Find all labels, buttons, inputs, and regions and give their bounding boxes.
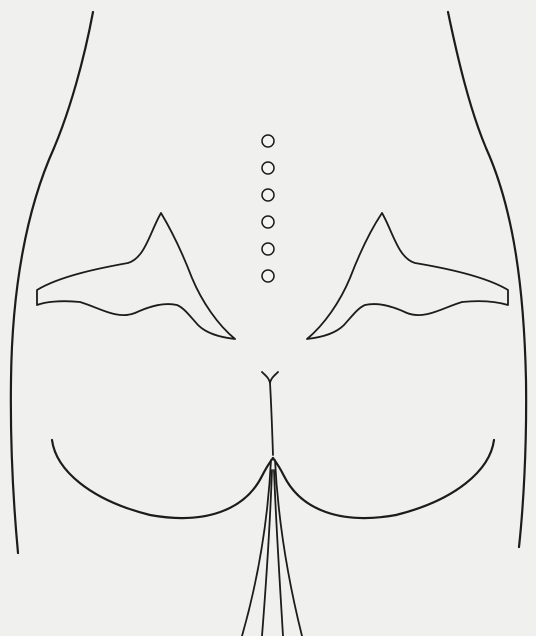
marker-circle	[262, 243, 274, 255]
left-gluteal-fold	[52, 440, 273, 518]
marker-column	[262, 135, 274, 282]
right-hatched-region	[307, 213, 508, 339]
marker-circle	[262, 189, 274, 201]
marker-circle	[262, 270, 274, 282]
right-gluteal-fold	[273, 440, 494, 518]
left-hatched-region	[37, 213, 235, 339]
inner-thigh-line-left-2	[262, 470, 272, 636]
marker-circle	[262, 216, 274, 228]
gluteal-cleft-line	[270, 383, 273, 455]
marker-circle	[262, 135, 274, 147]
marker-circle	[262, 162, 274, 174]
gluteal-cleft-top	[262, 372, 278, 383]
inner-thigh-line-right-2	[274, 470, 283, 636]
right-inner-thigh-line	[275, 460, 302, 636]
